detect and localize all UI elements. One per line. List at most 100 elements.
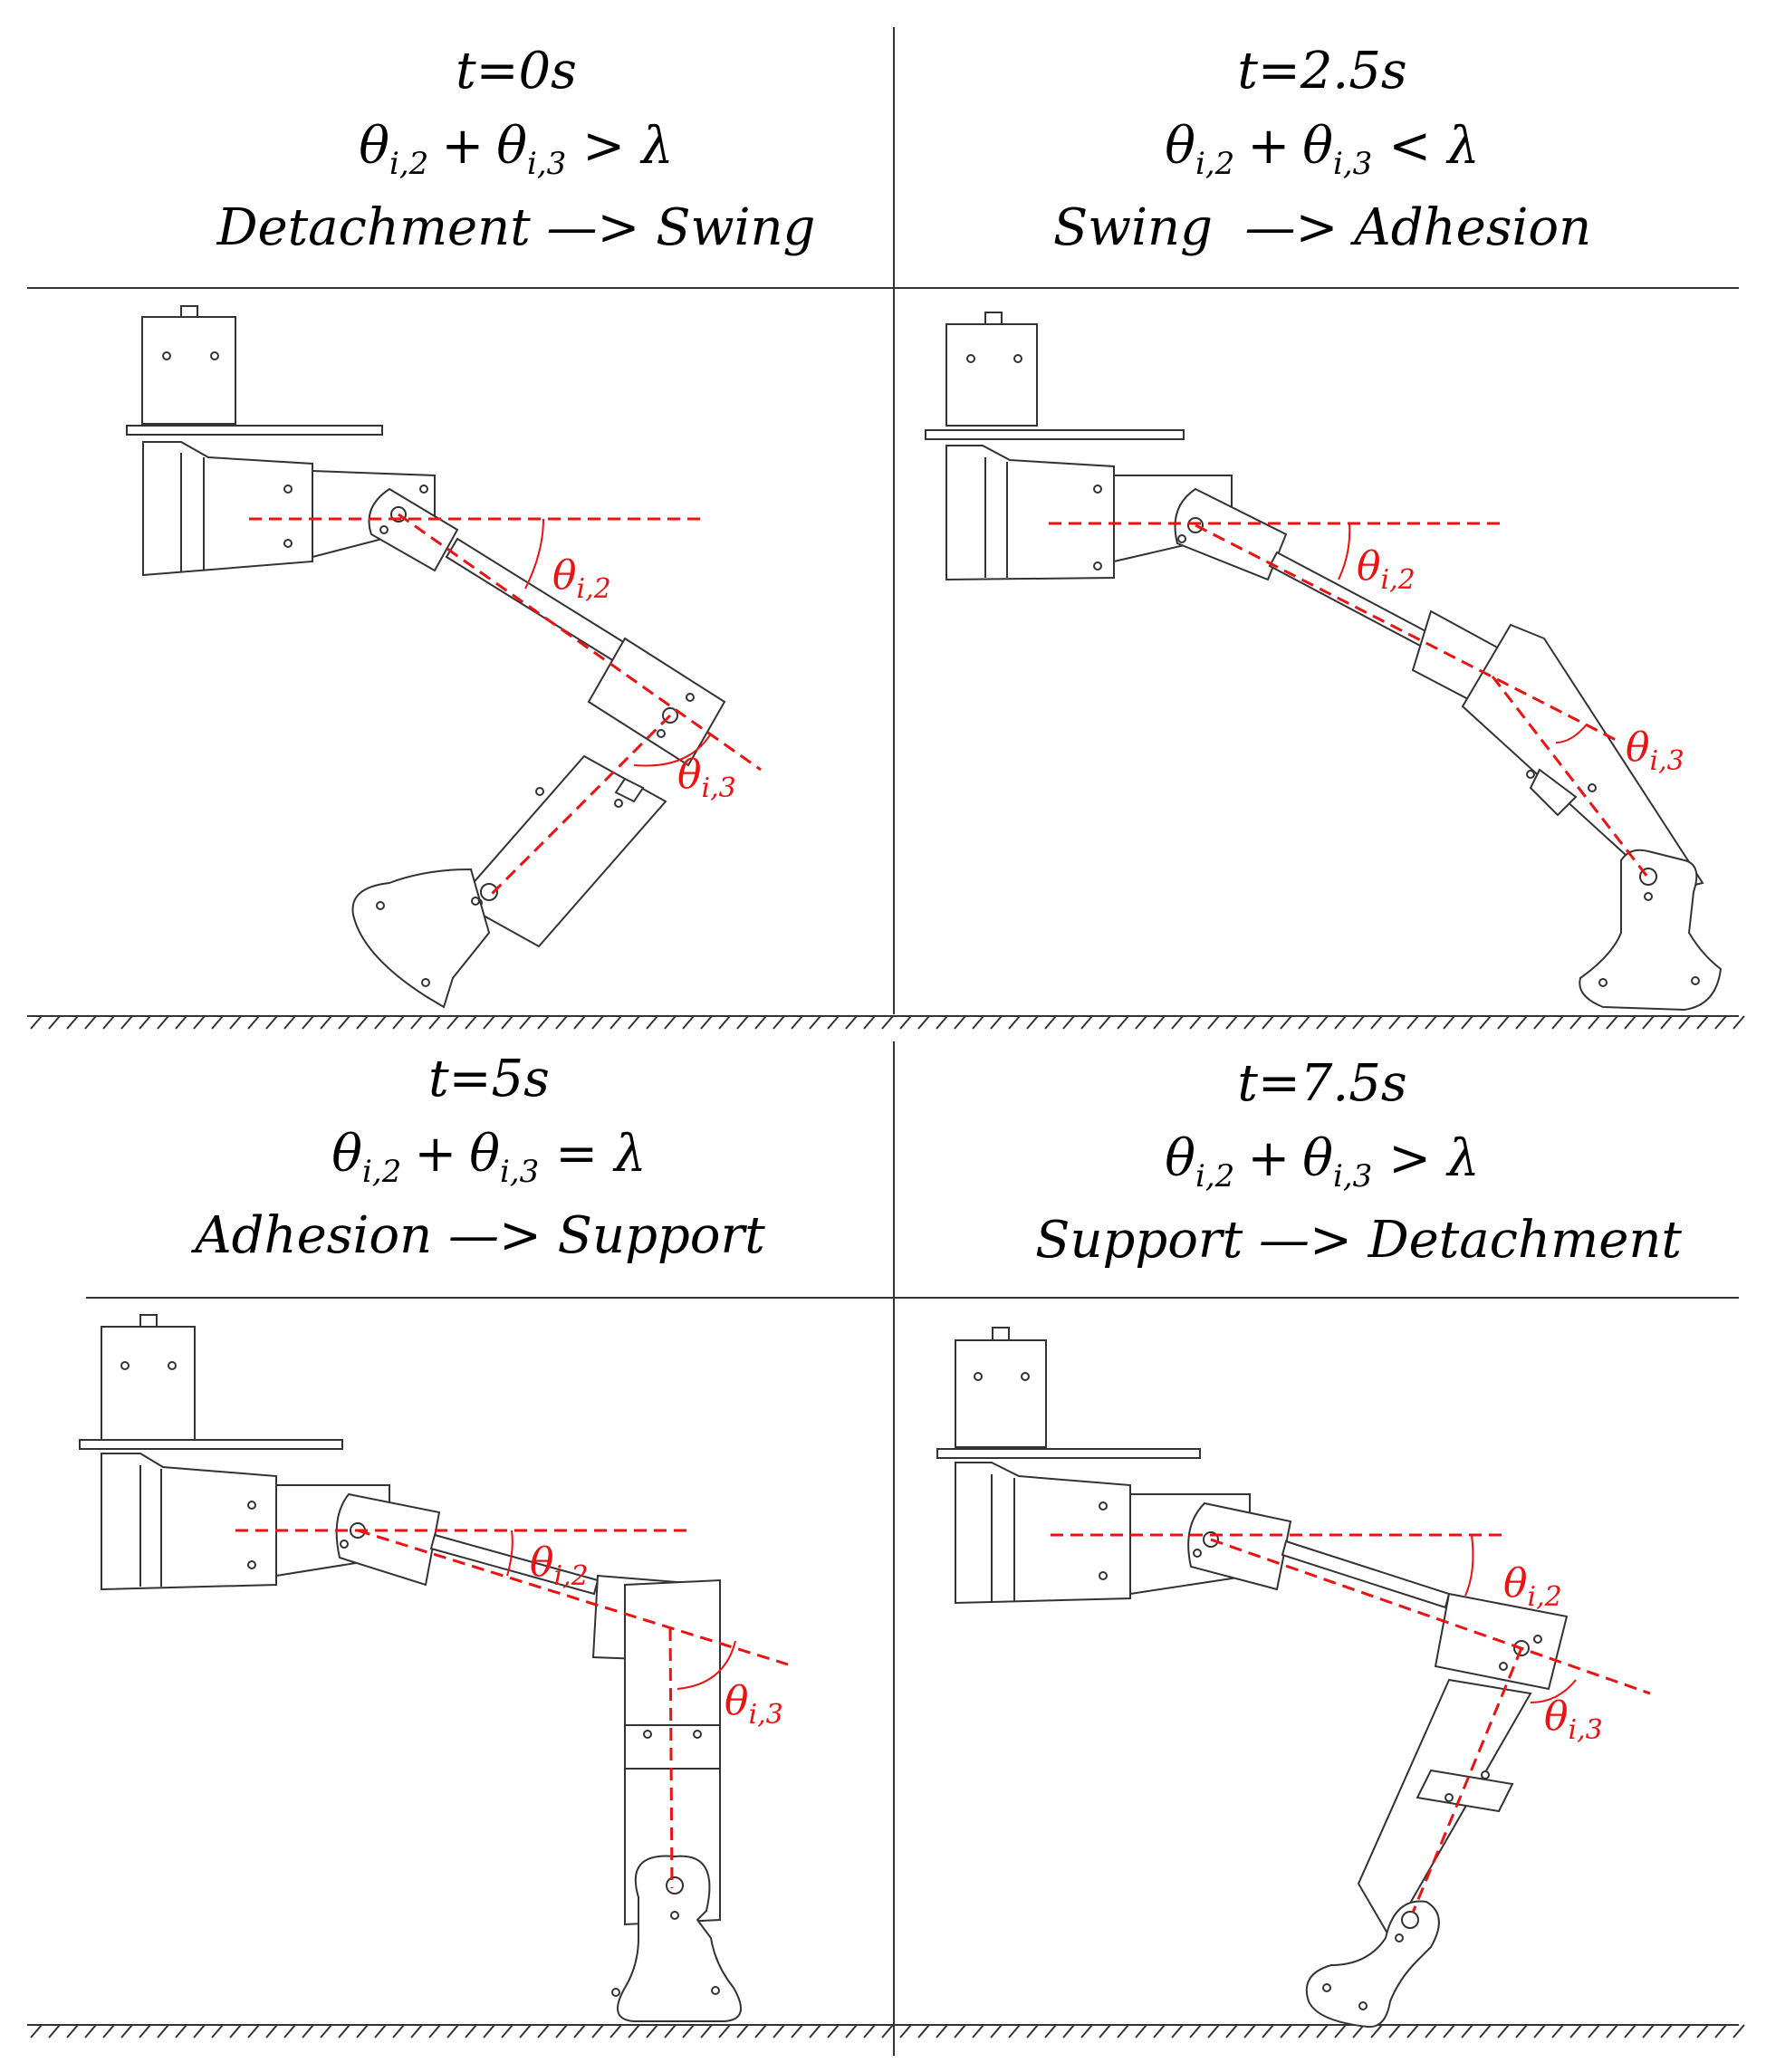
ground-hatch-mark [773, 1015, 785, 1030]
ground-hatch-mark [1135, 1015, 1147, 1030]
ground-hatch-mark [954, 2024, 966, 2038]
ground-hatch-mark [609, 1015, 622, 1030]
ground-hatch-mark [881, 1015, 894, 1030]
ground-hatch-mark [1207, 1015, 1220, 1030]
ground-hatch-mark [1189, 2024, 1202, 2038]
ground-hatch-mark [573, 1015, 586, 1030]
ground-hatch-mark [139, 2024, 151, 2038]
body-plate [936, 1448, 1201, 1459]
ground-hatch-mark [211, 2024, 224, 2038]
ground-hatch-mark [1117, 2024, 1129, 2038]
ground-hatch-mark [1044, 1015, 1057, 1030]
ground-hatch-mark [591, 1015, 604, 1030]
panel-2-robot-leg: θi,2 θi,3 [925, 312, 1723, 1012]
foot [1305, 1900, 1440, 2029]
ground-hatch-mark [465, 1015, 477, 1030]
ground-hatch-mark [1099, 2024, 1111, 2038]
ground-hatch-mark [1497, 2024, 1510, 2038]
panel-4-time: t=7.5s [1237, 1054, 1406, 1113]
ground-hatch-mark [193, 2024, 206, 2038]
ground-hatch-mark [718, 2024, 731, 2038]
ground-hatch-mark [646, 2024, 658, 2038]
ground-hatch-mark [320, 1015, 332, 1030]
ground-hatch-mark [302, 1015, 314, 1030]
ground-hatch-mark [990, 1015, 1003, 1030]
ground-hatch-mark [1714, 1015, 1727, 1030]
ground-hatch-mark [700, 2024, 713, 2038]
ground-hatch-mark [990, 2024, 1003, 2038]
ground-hatch-mark [1551, 2024, 1564, 2038]
ground-hatch-mark [410, 1015, 423, 1030]
panel-4-condition: θi,2+θi,3>λ [1165, 1129, 1479, 1194]
ground-hatch-mark [1225, 1015, 1238, 1030]
ground-hatch-mark [646, 1015, 658, 1030]
tibia-link [1357, 1678, 1532, 1940]
panel-1-robot-leg: θi,2 θi,3 [126, 305, 762, 1009]
top-servo [945, 323, 1038, 427]
panel-grid [27, 27, 1739, 2056]
ground-hatch-mark [664, 2024, 677, 2038]
ground-hatch-mark [845, 1015, 858, 1030]
ground-hatch-mark [1588, 2024, 1600, 2038]
panel-2-header: t=2.5s θi,2+θi,3<λ Swing —> Adhesion [1053, 42, 1591, 257]
ground-hatch-mark [1044, 2024, 1057, 2038]
ground-hatch-mark [1461, 2024, 1473, 2038]
panel-3-header: t=5s θi,2+θi,3=λ Adhesion —> Support [190, 1050, 765, 1265]
ground-hatch-mark [265, 1015, 278, 1030]
ground-hatch-mark [410, 2024, 423, 2038]
ground-hatch-mark [1225, 2024, 1238, 2038]
tibia-axis [1411, 1647, 1523, 1914]
ground-hatch-mark [700, 1015, 713, 1030]
ground-hatch-mark [1515, 2024, 1528, 2038]
ground-hatch-mark [736, 1015, 749, 1030]
ground-hatch-mark [120, 2024, 133, 2038]
ground-hatch-mark [682, 1015, 695, 1030]
tibia-axis [668, 1627, 674, 1889]
top-servo [955, 1339, 1047, 1448]
theta-i2-label: θi,2 [530, 1540, 589, 1592]
ground-hatch-mark [1316, 1015, 1329, 1030]
ground-hatch-mark [1117, 1015, 1129, 1030]
ground-hatch-mark [1189, 1015, 1202, 1030]
ground-hatch-mark [1153, 1015, 1166, 1030]
panel-3-condition: θi,2+θi,3=λ [331, 1125, 646, 1190]
ground-hatch-mark [1606, 1015, 1618, 1030]
theta-i3-arc [1530, 1679, 1577, 1703]
ground-hatch-mark [1624, 1015, 1636, 1030]
ground-hatch-mark [211, 1015, 224, 1030]
ground-hatch-mark [1062, 2024, 1075, 2038]
ground-hatch-mark [591, 2024, 604, 2038]
knee-servo [587, 637, 726, 767]
ground-hatch-mark [936, 1015, 948, 1030]
ground-hatch-mark [1062, 1015, 1075, 1030]
theta-i3-label: θi,3 [725, 1678, 783, 1731]
ground-hatch-mark [1732, 1015, 1745, 1030]
ground-hatch-mark [1569, 1015, 1582, 1030]
foot [351, 868, 491, 1009]
ground-hatch-mark [791, 1015, 803, 1030]
ground-hatch-mark [374, 2024, 387, 2038]
ground-hatch-mark [1406, 2024, 1419, 2038]
panel-1-condition: θi,2+θi,3>λ [359, 117, 673, 182]
ground-hatch-mark [302, 2024, 314, 2038]
ground-hatch-mark [157, 2024, 169, 2038]
ground-hatch-mark [682, 2024, 695, 2038]
ground-hatch-mark [392, 2024, 405, 2038]
ground-hatch-mark [66, 2024, 79, 2038]
ground-hatch-mark [1171, 1015, 1184, 1030]
ground-hatch-mark [972, 2024, 984, 2038]
body-plate [126, 425, 383, 436]
panel-1-header: t=0s θi,2+θi,3>λ Detachment —> Swing [216, 42, 816, 257]
ground-hatch-mark [1334, 2024, 1347, 2038]
ground-hatch-mark [1678, 2024, 1691, 2038]
ground-hatch-mark [338, 2024, 350, 2038]
top-servo [141, 316, 236, 425]
ground-hatch-mark [1099, 1015, 1111, 1030]
ground-hatch-mark [120, 1015, 133, 1030]
ground-top [27, 1015, 1745, 1030]
ground-hatch-mark [1515, 1015, 1528, 1030]
theta-i2-label: θi,2 [552, 552, 611, 605]
theta-i2-label: θi,2 [1357, 543, 1416, 596]
ground-hatch-mark [537, 1015, 550, 1030]
